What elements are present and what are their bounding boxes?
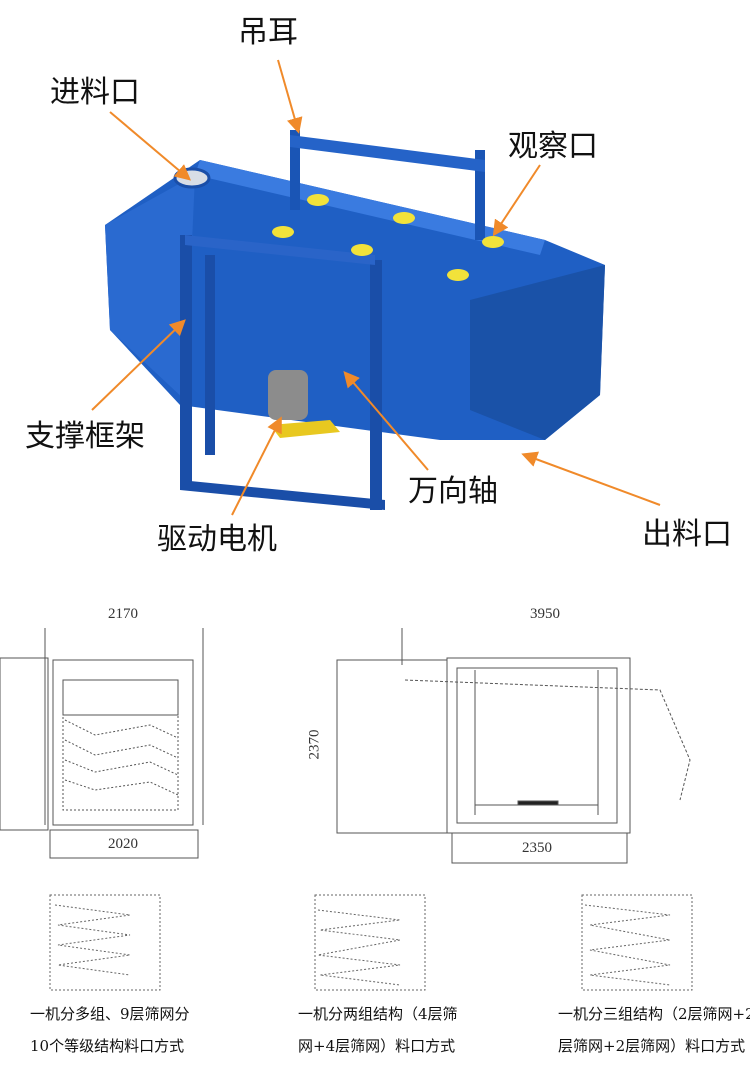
arrow-discharge-outlet — [521, 451, 661, 506]
caption-1-line2: 10个等级结构料口方式 — [30, 1037, 185, 1055]
label-lifting-lug: 吊耳 — [238, 15, 298, 50]
caption-2-line1: 一机分两组结构（4层筛 — [298, 1005, 458, 1023]
caption-1: 一机分多组、9层筛网分 10个等级结构料口方式 — [30, 998, 190, 1062]
label-support-frame: 支撑框架 — [25, 419, 145, 454]
dim-side-height: 2370 — [306, 729, 323, 760]
caption-3: 一机分三组结构（2层筛网+2 层筛网+2层筛网）料口方式 — [558, 998, 750, 1062]
arrow-feed-inlet — [109, 111, 192, 181]
dim-side-top: 3950 — [530, 606, 560, 622]
arrow-drive-motor — [231, 416, 282, 516]
layout-diagram-1 — [49, 894, 161, 991]
front-view-drawing — [0, 628, 204, 859]
caption-2-line2: 网+4层筛网）料口方式 — [298, 1037, 456, 1055]
layout-diagram-2 — [314, 894, 426, 991]
screen-machine — [105, 130, 605, 510]
dim-side-bottom: 2350 — [522, 840, 552, 856]
caption-3-line2: 层筛网+2层筛网）料口方式 — [558, 1037, 746, 1055]
label-drive-motor: 驱动电机 — [157, 522, 277, 557]
label-universal-shaft: 万向轴 — [408, 474, 498, 509]
arrow-lifting-lug — [277, 59, 303, 134]
caption-3-line1: 一机分三组结构（2层筛网+2 — [558, 1005, 750, 1023]
arrow-inspection-port — [492, 164, 541, 237]
dim-front-bottom: 2020 — [108, 836, 138, 852]
label-inspection-port: 观察口 — [508, 129, 598, 164]
label-discharge-outlet: 出料口 — [642, 517, 732, 552]
layout-diagram-3 — [581, 894, 693, 991]
side-view-drawing — [336, 628, 691, 864]
label-feed-inlet: 进料口 — [50, 75, 140, 110]
arrow-universal-shaft — [343, 370, 429, 471]
dim-front-top: 2170 — [108, 606, 138, 622]
arrow-support-frame — [91, 319, 186, 411]
caption-1-line1: 一机分多组、9层筛网分 — [30, 1005, 190, 1023]
caption-2: 一机分两组结构（4层筛 网+4层筛网）料口方式 — [298, 998, 458, 1062]
